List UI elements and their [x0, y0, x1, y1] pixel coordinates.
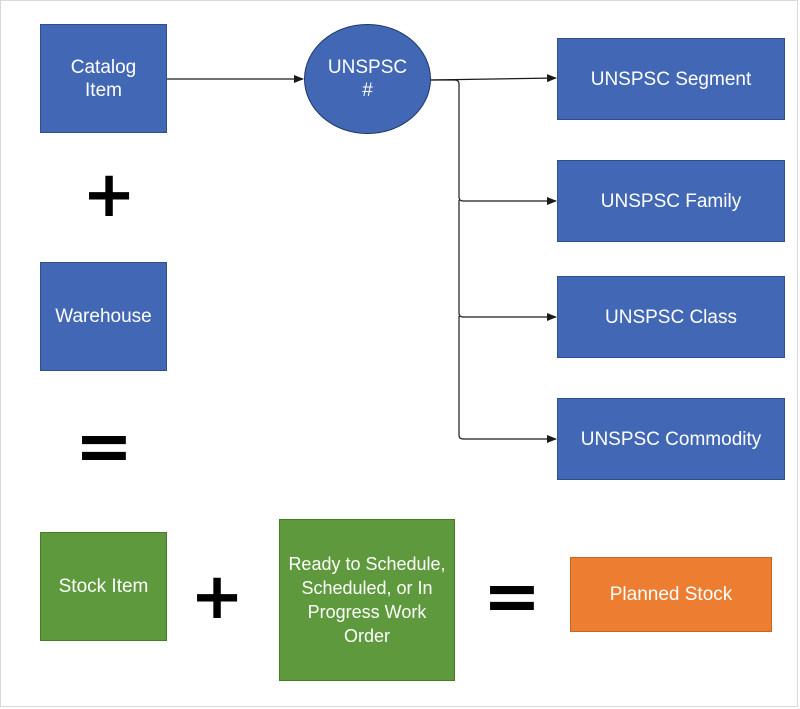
planned-stock-label: Planned Stock [609, 584, 733, 605]
stock-item-label: Stock Item [58, 576, 149, 597]
equals-operator-1: = [72, 405, 136, 487]
work-order-label: Ready to Schedule, Scheduled, or In Prog… [288, 554, 446, 646]
planned-stock-node: Planned Stock [570, 557, 772, 632]
plus-operator-1: + [78, 158, 140, 232]
edge-unspsc-to-class [458, 200, 557, 321]
work-order-node: Ready to Schedule, Scheduled, or In Prog… [279, 519, 455, 681]
unspsc-class-node: UNSPSC Class [557, 276, 785, 358]
equals-operator-2-glyph: = [482, 555, 542, 637]
unspsc-commodity-label: UNSPSC Commodity [580, 428, 762, 450]
equals-operator-2: = [480, 555, 544, 637]
unspsc-segment-label: UNSPSC Segment [590, 68, 752, 90]
plus-operator-1-glyph: + [82, 158, 136, 232]
catalog-item-label: Catalog Item [70, 56, 137, 101]
unspsc-class-label: UNSPSC Class [605, 306, 737, 328]
plus-operator-2-glyph: + [190, 560, 244, 634]
unspsc-number-label: UNSPSC # [327, 57, 408, 101]
unspsc-segment-node: UNSPSC Segment [557, 38, 785, 120]
unspsc-number-node: UNSPSC # [304, 24, 431, 134]
stock-item-node: Stock Item [40, 532, 167, 641]
unspsc-family-label: UNSPSC Family [600, 190, 742, 212]
equals-operator-1-glyph: = [74, 405, 134, 487]
catalog-item-node: Catalog Item [40, 24, 167, 133]
warehouse-label: Warehouse [55, 306, 152, 327]
unspsc-commodity-node: UNSPSC Commodity [557, 398, 785, 480]
edge-unspsc-to-commodity [458, 316, 557, 443]
edge-unspsc-to-family [430, 79, 557, 205]
unspsc-family-node: UNSPSC Family [557, 160, 785, 242]
warehouse-node: Warehouse [40, 262, 167, 371]
plus-operator-2: + [186, 560, 248, 634]
